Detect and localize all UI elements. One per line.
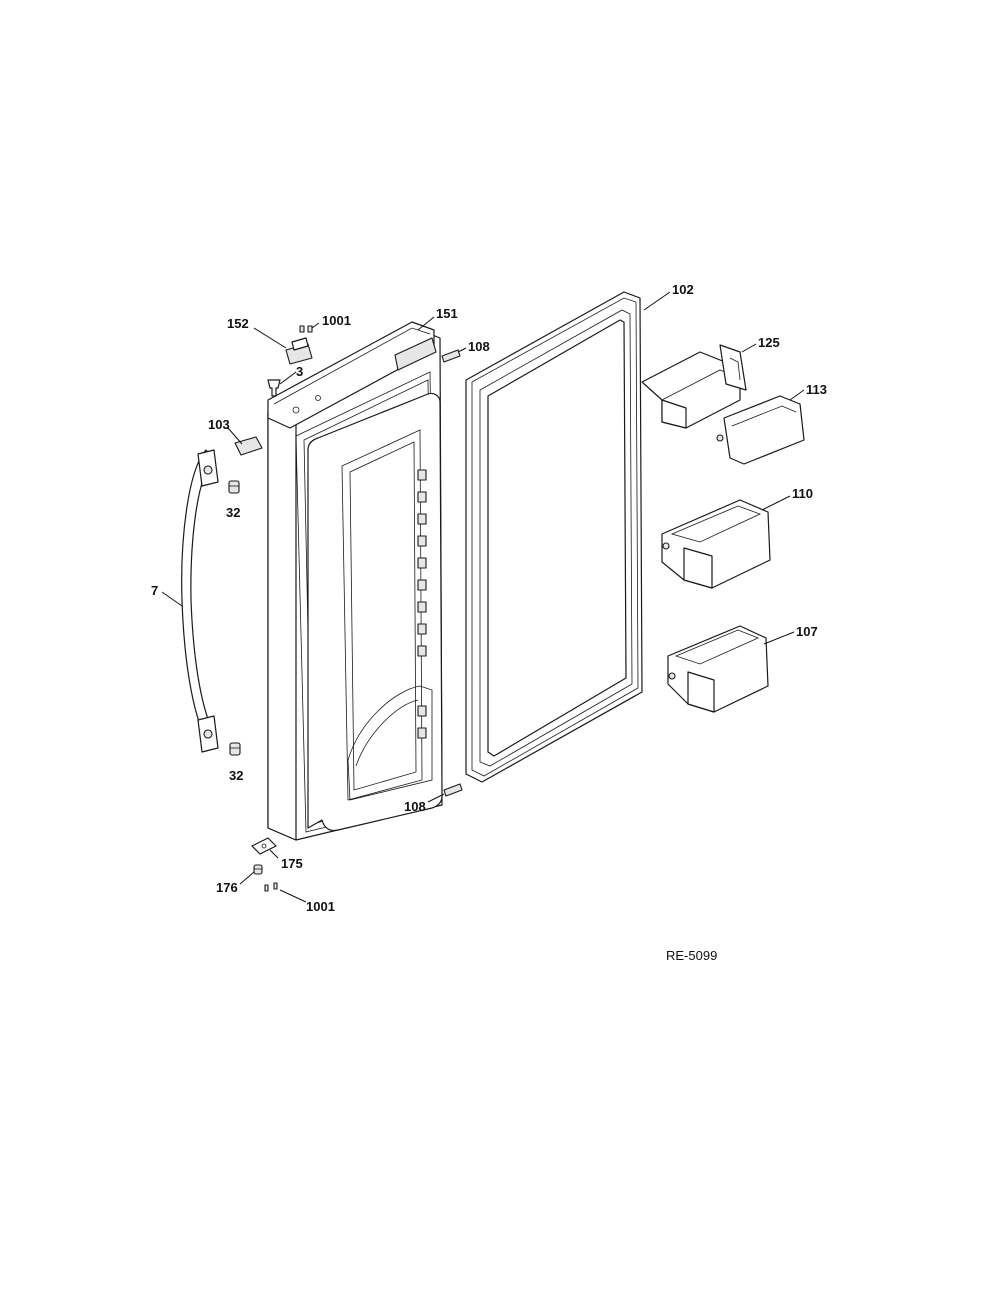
- callout-110: 110: [792, 486, 813, 501]
- liner-shelf-clips: [417, 469, 427, 739]
- callout-3: 3: [296, 364, 303, 379]
- callout-labels: 152 1001 151 108 3 102 125 113 103 32 11…: [151, 282, 827, 914]
- door-bin-lower-part: [667, 625, 769, 713]
- door-gasket-part: [465, 291, 643, 783]
- callout-151: 151: [436, 306, 458, 321]
- door-bin-upper-part: [661, 499, 771, 589]
- callout-107: 107: [796, 624, 818, 639]
- callout-32-top: 32: [226, 505, 240, 520]
- dairy-door-part: [716, 395, 805, 465]
- callout-108-top: 108: [468, 339, 490, 354]
- door-stop-bottom-part: [443, 783, 463, 797]
- callout-1001-top: 1001: [322, 313, 351, 328]
- door-handle-part: [181, 449, 219, 753]
- callout-32-bottom: 32: [229, 768, 243, 783]
- door-stop-top-part: [441, 349, 461, 363]
- top-hinge-part: [285, 337, 313, 365]
- door-assembly-part: [267, 321, 443, 841]
- dairy-bin-part: [641, 344, 747, 429]
- bottom-hinge-screws-part: [264, 882, 278, 892]
- callout-1001-bottom: 1001: [306, 899, 335, 914]
- callout-7: 7: [151, 583, 158, 598]
- callout-125: 125: [758, 335, 780, 350]
- callout-175: 175: [281, 856, 303, 871]
- handle-screw-bottom-part: [229, 742, 241, 756]
- callout-103: 103: [208, 417, 230, 432]
- bottom-hinge-part: [251, 837, 277, 855]
- leader-lines: [161, 291, 805, 903]
- diagram-reference-number: RE-5099: [666, 948, 717, 963]
- bottom-bushing-part: [253, 864, 263, 875]
- top-hinge-screws-part: [299, 325, 313, 333]
- hinge-pin-part: [267, 379, 281, 397]
- callout-113: 113: [806, 382, 827, 397]
- handle-screw-top-part: [228, 480, 240, 494]
- callout-102: 102: [672, 282, 694, 297]
- callout-152: 152: [227, 316, 249, 331]
- callout-108-bottom: 108: [404, 799, 426, 814]
- label-plate-part: [234, 436, 263, 456]
- callout-176: 176: [216, 880, 238, 895]
